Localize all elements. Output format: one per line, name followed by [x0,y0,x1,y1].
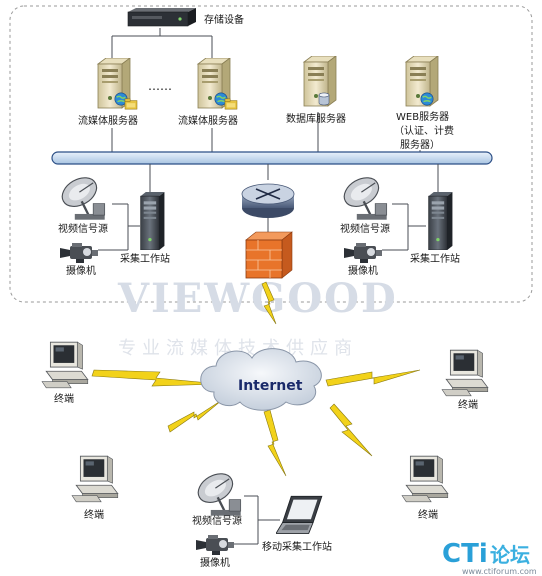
database-server [303,56,337,107]
right-workstation-label: 采集工作站 [410,252,460,265]
web-server-label-line3: 服务器） [400,138,440,151]
storage-device [127,8,196,27]
streaming-server-2 [197,58,238,110]
mobile-laptop [276,495,323,535]
mobile-station-links [232,495,280,545]
folder-icon [224,98,238,110]
globe-icon [420,92,434,106]
storage-label: 存储设备 [204,13,244,26]
storage-links [111,28,213,60]
server-bus-links [111,112,421,152]
left-station-links [98,203,140,251]
database-server-label: 数据库服务器 [286,112,346,125]
server-ellipsis: …… [148,79,172,93]
web-server-label-line1: WEB服务器 [396,110,449,123]
logo-url: www.ctiforum.com [462,567,537,576]
firewall [245,231,293,279]
terminal-top-right [441,349,489,397]
left-workstation-label: 采集工作站 [120,252,170,265]
left-capture-workstation [140,192,165,250]
mobile-camera-label: 摄像机 [200,556,230,569]
terminal-top-left-label: 终端 [54,392,74,405]
lan-boundary [9,5,533,303]
right-satellite-dish [340,176,388,221]
database-icon [318,92,330,106]
watermark-slogan: 专业流媒体技术供应商 [118,338,358,359]
right-video-source-label: 视频信号源 [340,222,390,235]
web-server [405,56,439,107]
logo-mark: CTi [442,539,488,569]
network-backbone [51,151,493,165]
mobile-satellite-dish [194,472,242,517]
watermark-brand: VIEWGOOD [117,275,398,322]
terminal-bottom-right [401,455,449,503]
mobile-camera [196,535,234,555]
wireless-links [91,281,421,477]
terminal-top-left [41,341,89,389]
left-satellite-dish [58,176,106,221]
web-server-label-line2: （认证、计费 [394,124,454,137]
left-video-source-label: 视频信号源 [58,222,108,235]
right-camera [344,243,382,263]
right-capture-workstation [428,192,453,250]
router [241,183,295,218]
right-station-links [382,203,426,251]
bus-drop-links [149,164,439,236]
internet-cloud [200,348,322,411]
terminal-bottom-right-label: 终端 [418,508,438,521]
right-camera-label: 摄像机 [348,264,378,277]
mobile-video-source-label: 视频信号源 [192,514,242,527]
streaming-server-2-label: 流媒体服务器 [178,114,238,127]
internet-label: Internet [238,378,303,394]
cti-forum-logo: CTi 论坛 www.ctiforum.com [442,539,537,576]
streaming-server-1 [97,58,138,110]
terminal-bottom-left [71,455,119,503]
left-camera-label: 摄像机 [66,264,96,277]
mobile-workstation-label: 移动采集工作站 [262,540,332,553]
folder-icon [124,98,138,110]
logo-text: 论坛 [490,543,530,567]
terminal-bottom-left-label: 终端 [84,508,104,521]
terminal-top-right-label: 终端 [458,398,478,411]
left-camera [60,243,98,263]
streaming-server-1-label: 流媒体服务器 [78,114,138,127]
